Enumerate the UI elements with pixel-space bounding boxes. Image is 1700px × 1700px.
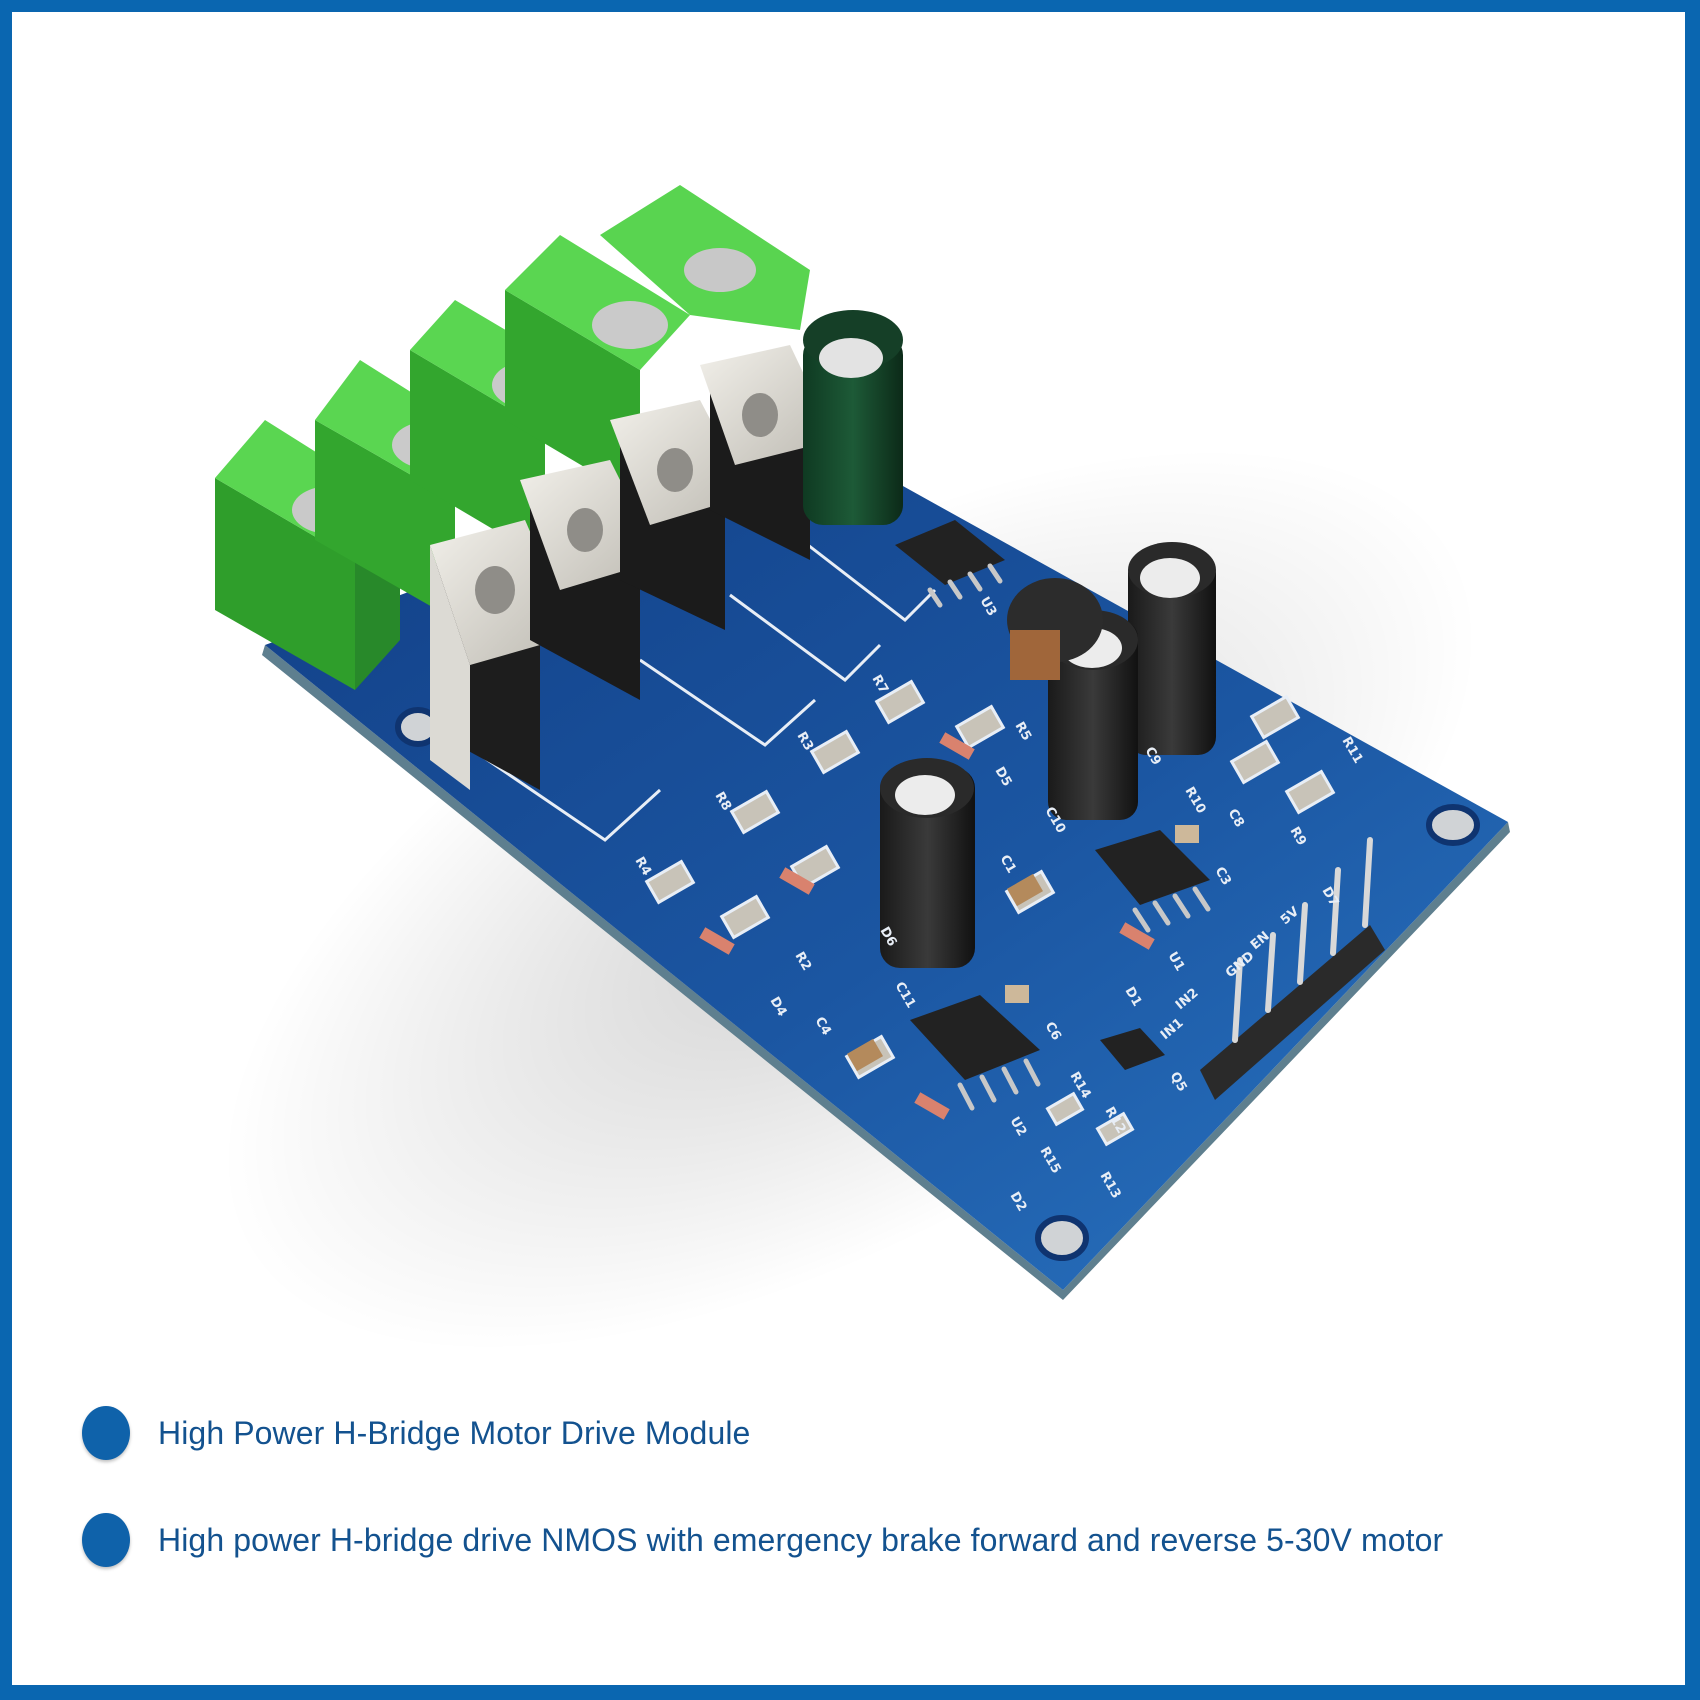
feature-item: High Power H-Bridge Motor Drive Module [82,1406,750,1460]
feature-item: High power H-bridge drive NMOS with emer… [82,1513,1443,1567]
feature-title: High Power H-Bridge Motor Drive Module [158,1414,751,1451]
mosfets [430,345,835,790]
mosfet-4 [700,345,835,560]
bullet-icon [82,1513,130,1567]
ic-u2 [910,995,1041,1111]
feature-description: High power H-bridge drive NMOS with emer… [158,1521,1444,1558]
terminal-block-4 [505,185,810,500]
ceramic-caps [847,825,1199,1072]
pin-header [1200,837,1385,1100]
inductor [1007,578,1103,680]
transistor-q5 [1100,1028,1165,1070]
mounting-holes [395,707,1480,1261]
ic-u3 [895,520,1005,608]
terminal-blocks [215,185,810,690]
capacitor-green [803,310,903,525]
capacitor-c11 [880,758,975,968]
ic-u1 [1095,830,1211,933]
bullet-icon [82,1406,130,1460]
capacitor-c9 [1128,542,1216,755]
diodes [699,732,1155,1120]
